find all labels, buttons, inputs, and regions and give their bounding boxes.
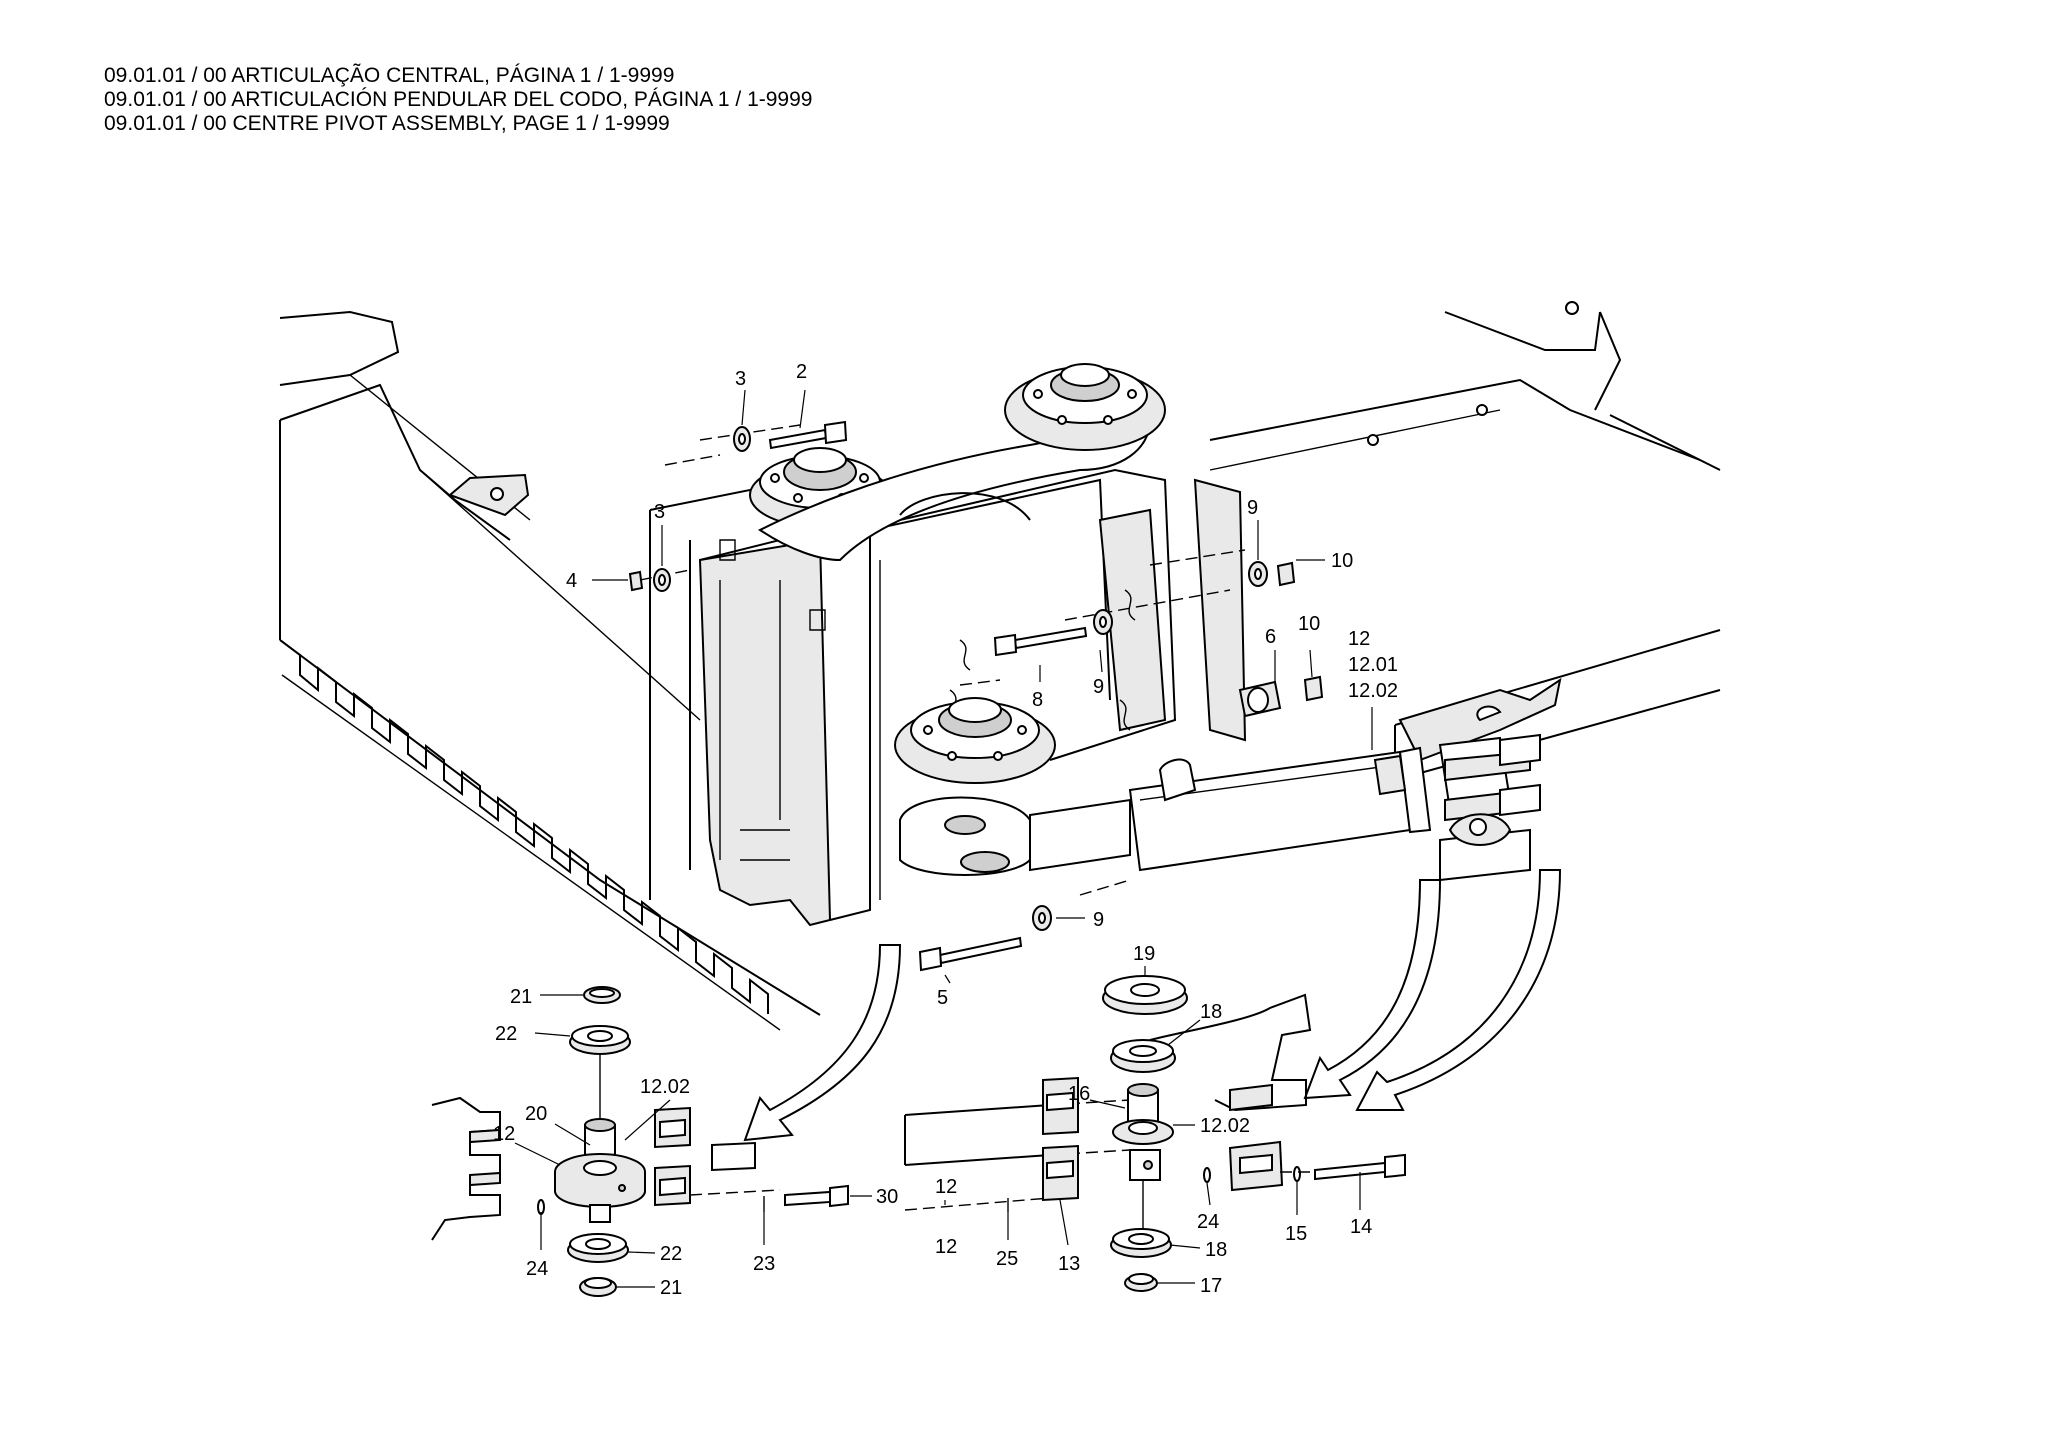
callout-19: 19: [1133, 943, 1155, 965]
title-line-es: 09.01.01 / 00 ARTICULACIÓN PENDULAR DEL …: [104, 88, 813, 111]
callout-3: 3: [654, 501, 665, 523]
callout-9: 9: [1247, 497, 1258, 519]
title-line-pt: 09.01.01 / 00 ARTICULAÇÃO CENTRAL, PÁGIN…: [104, 64, 675, 87]
callout-15: 15: [1285, 1223, 1307, 1245]
callout-10: 10: [1331, 550, 1353, 572]
callout-2: 2: [796, 361, 807, 383]
callout-9: 9: [1093, 676, 1104, 698]
callout-22: 22: [660, 1243, 682, 1265]
callout-12: 12: [935, 1176, 957, 1198]
callout-18: 18: [1205, 1239, 1227, 1261]
detail-view-left: [431, 986, 849, 1297]
callout-25: 25: [996, 1248, 1018, 1270]
detail-view-right: [904, 975, 1406, 1292]
callout-17: 17: [1200, 1275, 1222, 1297]
detail-arrows: [743, 869, 1562, 1142]
page-header: 09.01.01 / 00 ARTICULAÇÃO CENTRAL, PÁGIN…: [104, 64, 812, 136]
callout-12-02: 12.02: [640, 1076, 690, 1098]
callout-22: 22: [495, 1023, 517, 1045]
callout-24: 24: [1197, 1211, 1219, 1233]
callout-21: 21: [660, 1277, 682, 1299]
callout-labels: 3 2 3 4 9 10 8 9 6 10 12 12.01 12.02 9 5…: [493, 361, 1398, 1299]
callout-12: 12: [1348, 628, 1370, 650]
callout-12-02: 12.02: [1200, 1115, 1250, 1137]
title-line-en: 09.01.01 / 00 CENTRE PIVOT ASSEMBLY, PAG…: [104, 112, 670, 135]
callout-12-02: 12.02: [1348, 680, 1398, 702]
main-view-parts: [628, 420, 1324, 972]
central-pivot-block: [649, 363, 1247, 927]
callout-30: 30: [876, 1186, 898, 1208]
callout-12: 12: [935, 1236, 957, 1258]
callout-14: 14: [1350, 1216, 1372, 1238]
callout-4: 4: [566, 570, 577, 592]
callout-24: 24: [526, 1258, 548, 1280]
callout-9: 9: [1093, 909, 1104, 931]
callout-23: 23: [753, 1253, 775, 1275]
left-frame: [279, 310, 821, 1031]
callout-8: 8: [1032, 689, 1043, 711]
callout-13: 13: [1058, 1253, 1080, 1275]
callout-18: 18: [1200, 1001, 1222, 1023]
callout-12: 12: [493, 1123, 515, 1145]
hydraulic-cylinder: [1029, 705, 1541, 882]
leader-lines: [514, 389, 1373, 1288]
callout-20: 20: [525, 1103, 547, 1125]
callout-16: 16: [1068, 1083, 1090, 1105]
exploded-axis-lines: [639, 424, 1246, 896]
callout-5: 5: [937, 987, 948, 1009]
callout-12-01: 12.01: [1348, 654, 1398, 676]
callout-21: 21: [510, 986, 532, 1008]
right-frame: [1209, 301, 1721, 782]
callout-10: 10: [1298, 613, 1320, 635]
callout-3: 3: [735, 368, 746, 390]
callout-6: 6: [1265, 626, 1276, 648]
